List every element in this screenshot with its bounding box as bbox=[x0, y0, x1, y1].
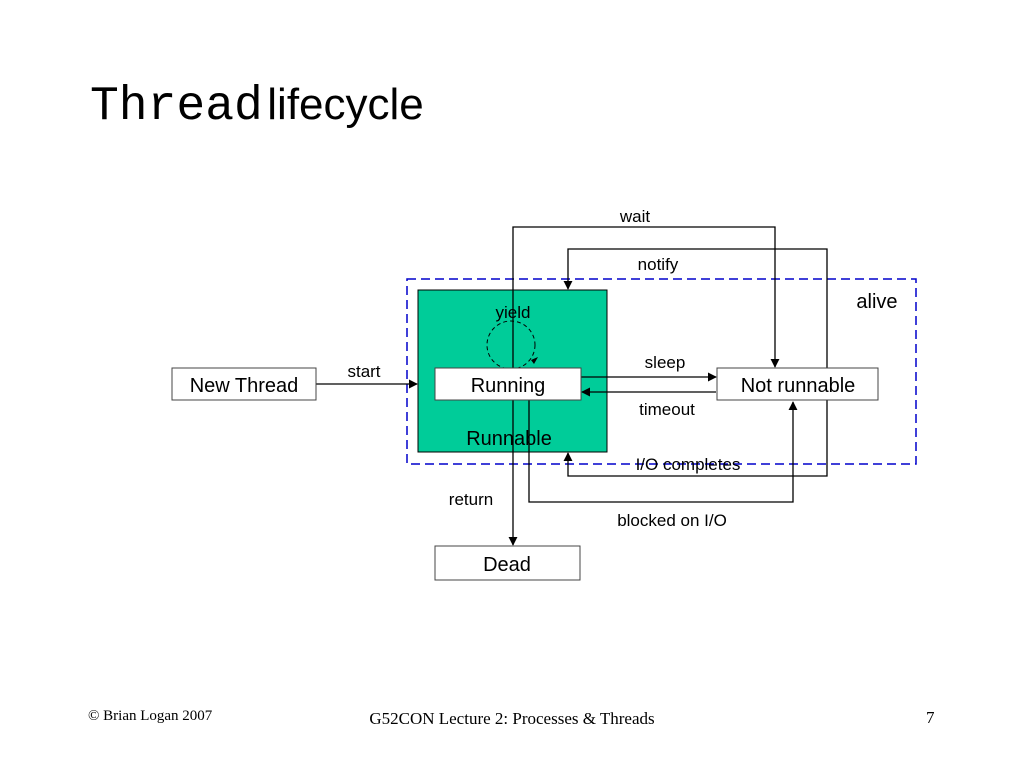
not-runnable-label: Not runnable bbox=[741, 375, 856, 397]
notify-edge bbox=[563, 248, 828, 400]
blocked-on-io-edge bbox=[528, 400, 798, 503]
start-label: start bbox=[347, 362, 380, 381]
dead-label: Dead bbox=[483, 554, 531, 576]
blocked-on-io-label: blocked on I/O bbox=[617, 511, 727, 530]
footer-course-title: G52CON Lecture 2: Processes & Threads bbox=[369, 709, 655, 728]
notify-label: notify bbox=[638, 255, 679, 274]
footer-copyright: © Brian Logan 2007 bbox=[88, 708, 213, 724]
slide-title-code: Thread bbox=[90, 80, 263, 134]
alive-region bbox=[406, 278, 917, 465]
sleep-label: sleep bbox=[645, 353, 686, 372]
new-thread-label: New Thread bbox=[190, 375, 299, 397]
wait-edge bbox=[512, 226, 780, 368]
not-runnable-node bbox=[716, 367, 879, 401]
io-completes-label: I/O completes bbox=[636, 455, 741, 474]
runnable-label: Runnable bbox=[466, 428, 552, 450]
slide-title-text: lifecycle bbox=[267, 80, 424, 129]
new-thread-node bbox=[171, 367, 317, 401]
running-node bbox=[434, 367, 582, 401]
page-number: 7 bbox=[926, 708, 935, 727]
alive-label: alive bbox=[856, 291, 897, 313]
running-label: Running bbox=[471, 375, 546, 397]
return-label: return bbox=[449, 490, 493, 509]
slide-title: Thread lifecycle bbox=[90, 80, 424, 134]
wait-label: wait bbox=[619, 207, 651, 226]
io-completes-edge bbox=[563, 400, 828, 477]
dead-node bbox=[434, 545, 581, 581]
yield-arrowhead bbox=[531, 357, 538, 364]
timeout-label: timeout bbox=[639, 400, 695, 419]
